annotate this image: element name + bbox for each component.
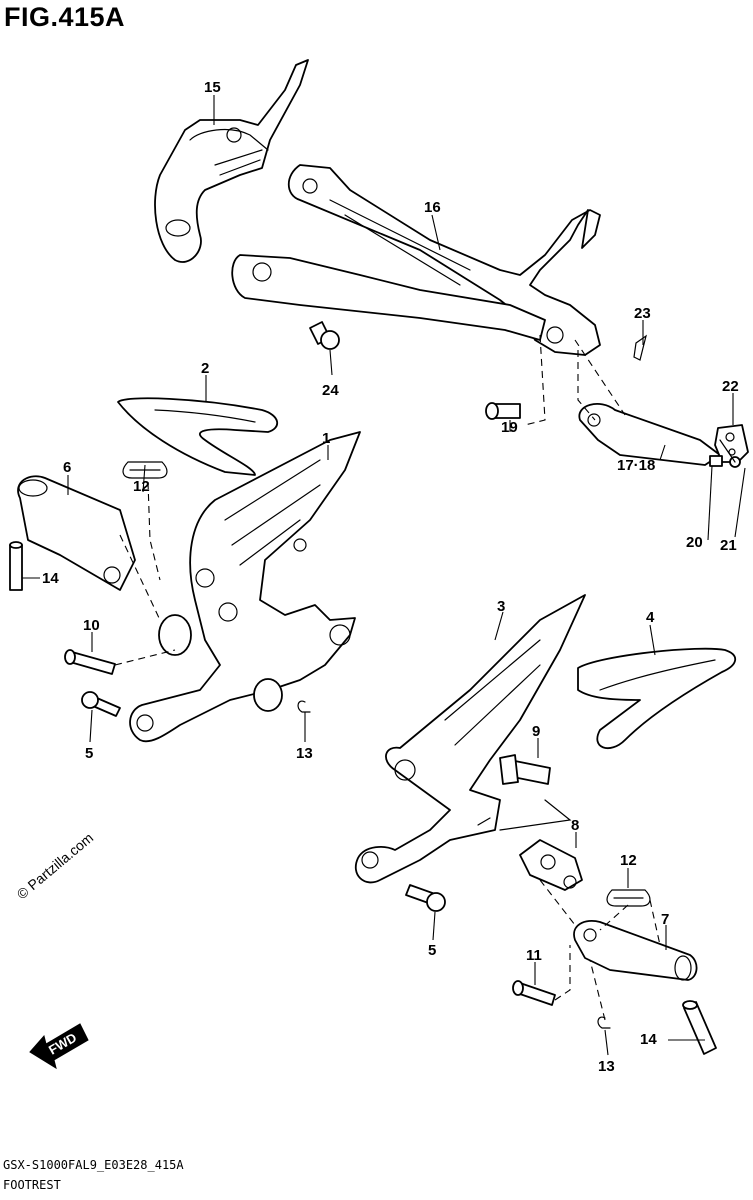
leader-lines	[22, 95, 746, 1056]
part-7-footpeg	[573, 920, 698, 981]
callout-1: 1	[322, 430, 330, 447]
callout-20: 20	[686, 534, 703, 551]
callout-5-left: 5	[85, 745, 93, 762]
part-14-pin-right	[682, 1000, 717, 1055]
part-10-pin	[64, 649, 116, 675]
figure-title: FIG.415A	[4, 2, 126, 32]
callout-23: 23	[634, 305, 651, 322]
callout-labels: 15 16 24 23 19 17·18 22 20 21 2 1 6 12 1…	[42, 79, 739, 1075]
callout-12-right: 12	[620, 852, 637, 869]
part-4-heel-guard	[577, 647, 737, 750]
watermark: © Partzilla.com	[14, 829, 97, 902]
part-5-bolt-right	[405, 884, 446, 912]
part-19-pin	[485, 402, 521, 420]
callout-21: 21	[720, 537, 737, 554]
part-6-footpeg	[17, 475, 136, 591]
callout-14-left: 14	[42, 570, 59, 587]
part-12-spring-right	[606, 889, 651, 907]
part-23-pin	[633, 334, 647, 361]
diagram-code: GSX-S1000FAL9_E03E28_415A	[3, 1158, 184, 1172]
callout-14-right: 14	[640, 1031, 657, 1048]
callout-8: 8	[571, 817, 579, 834]
part-9-bolt	[499, 754, 551, 785]
part-16-arm	[231, 164, 601, 356]
callout-6: 6	[63, 459, 71, 476]
part-3-bracket	[355, 594, 586, 884]
part-2-heel-guard	[117, 397, 278, 476]
part-15-bracket	[154, 59, 309, 263]
callout-16: 16	[424, 199, 441, 216]
part-11-pin	[512, 980, 556, 1006]
callout-10: 10	[83, 617, 100, 634]
callout-4: 4	[646, 609, 655, 626]
assembly-lines	[114, 334, 736, 1021]
callout-17-18: 17·18	[617, 457, 655, 474]
diagram-name: FOOTREST	[3, 1178, 61, 1192]
fwd-arrow-icon: FWD	[29, 1023, 89, 1070]
callout-13-right: 13	[598, 1058, 615, 1075]
callout-15: 15	[204, 79, 221, 96]
part-17-18-footpeg	[578, 403, 721, 466]
callout-19: 19	[501, 419, 518, 436]
part-20-screw	[709, 455, 723, 467]
part-24-bolt	[309, 321, 340, 350]
callout-24: 24	[322, 382, 339, 399]
part-14-pin-left	[9, 541, 23, 591]
callout-12-left: 12	[133, 478, 150, 495]
callout-22: 22	[722, 378, 739, 395]
callout-9: 9	[532, 723, 540, 740]
part-13-clip-left	[297, 700, 311, 713]
part-5-bolt-left	[81, 691, 121, 717]
callout-5-right: 5	[428, 942, 436, 959]
part-13-clip-right	[597, 1016, 611, 1029]
callout-3: 3	[497, 598, 505, 615]
callout-11: 11	[526, 947, 542, 964]
callout-7: 7	[661, 911, 669, 928]
callout-13-left: 13	[296, 745, 313, 762]
part-8-pivot	[519, 839, 583, 891]
callout-2: 2	[201, 360, 209, 377]
part-1-bracket	[129, 431, 361, 743]
